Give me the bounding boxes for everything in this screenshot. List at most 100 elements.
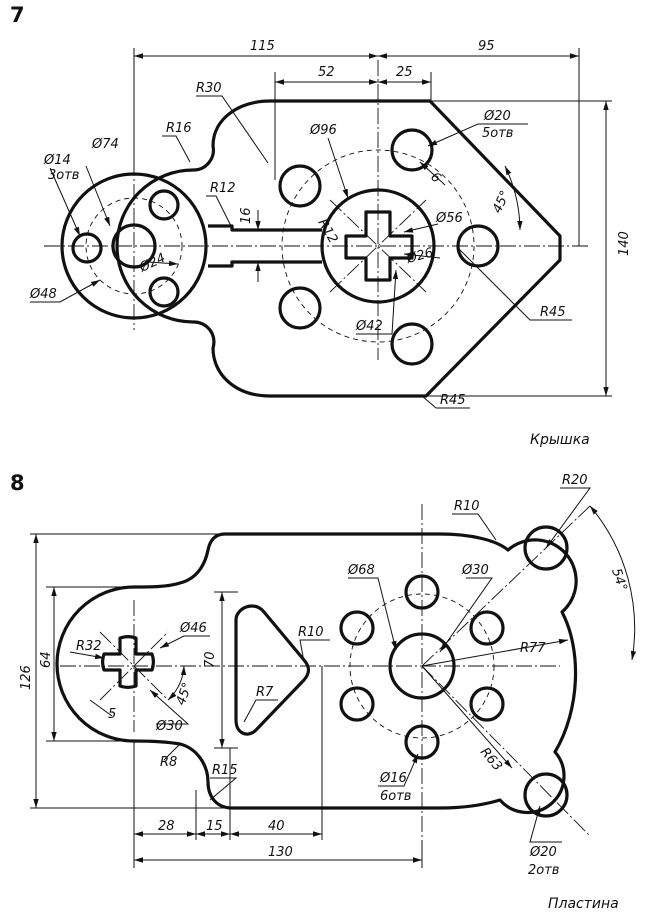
dim-d46: Ø46 xyxy=(179,621,207,636)
dim-d56: Ø56 xyxy=(435,211,463,226)
dim-line-5 xyxy=(89,699,113,717)
leader-r30 xyxy=(196,95,269,164)
dim-d48: Ø48 xyxy=(29,287,57,302)
leader-r10-triangle xyxy=(299,639,330,663)
dim-line-6 xyxy=(419,161,446,186)
leader-d74 xyxy=(85,165,111,227)
dim-25: 25 xyxy=(396,65,413,80)
figure-8: 8 xyxy=(10,471,637,912)
main-cross-slot xyxy=(344,210,414,282)
cover-outline xyxy=(115,99,562,398)
dim-r16: R16 xyxy=(166,121,192,136)
dim-angle-45-8: 45° xyxy=(174,681,196,708)
main-hole-2 xyxy=(390,128,434,172)
dim-d30-left: Ø30 xyxy=(155,719,183,734)
bolt-hole-2 xyxy=(469,610,505,646)
leader-d20 xyxy=(427,123,528,147)
figure-8-caption: Пластина xyxy=(548,896,619,912)
left-hole-3 xyxy=(148,276,180,308)
fig8-ear-axis-top xyxy=(421,505,591,667)
dim-line-r63 xyxy=(421,665,513,769)
leader-r15 xyxy=(209,777,238,801)
left-hole-1 xyxy=(71,232,103,264)
fig7-diag-axis-2 xyxy=(329,199,427,293)
figure-7-caption: Крышка xyxy=(530,432,590,448)
main-hole-1 xyxy=(278,164,322,208)
dim-arc-54 xyxy=(589,505,637,661)
dim-6: 6 xyxy=(427,170,443,187)
triangle-cutout xyxy=(234,604,311,736)
leader-r32 xyxy=(69,651,105,660)
dim-126: 126 xyxy=(19,665,34,690)
dim-3-holes: 3отв xyxy=(48,168,79,183)
dim-d26: Ø26 xyxy=(404,245,435,267)
dim-r20: R20 xyxy=(562,473,588,488)
leader-d24 xyxy=(147,260,179,267)
dim-140: 140 xyxy=(617,231,632,256)
dim-d20-8: Ø20 xyxy=(529,845,557,860)
dim-r15: R15 xyxy=(212,763,238,778)
leader-d20-8 xyxy=(529,805,562,843)
dim-5: 5 xyxy=(108,707,116,722)
dim-d42: Ø42 xyxy=(355,319,383,334)
leader-d16 xyxy=(378,753,419,787)
dim-16: 16 xyxy=(239,207,254,224)
top-ear-hole xyxy=(523,525,569,571)
figure-7-number: 7 xyxy=(10,3,25,27)
leader-r8 xyxy=(163,743,181,761)
dim-95: 95 xyxy=(478,39,495,54)
leader-r45-right xyxy=(457,247,572,321)
dim-r63: R63 xyxy=(477,745,505,774)
dim-d74: Ø74 xyxy=(91,137,119,152)
dim-2-holes: 2отв xyxy=(528,863,559,878)
dim-d30-main: Ø30 xyxy=(461,563,489,578)
dim-r12-left: R12 xyxy=(210,181,236,196)
dim-130: 130 xyxy=(268,845,293,860)
leader-d46 xyxy=(159,635,210,649)
leader-r16 xyxy=(162,135,191,163)
figure-7: 7 xyxy=(10,3,632,448)
dim-40: 40 xyxy=(268,819,285,834)
dim-64: 64 xyxy=(39,651,54,668)
dim-angle-54: 54° xyxy=(608,567,629,594)
dim-r30: R30 xyxy=(196,81,222,96)
dim-r45-right: R45 xyxy=(540,305,566,320)
dim-70: 70 xyxy=(203,651,218,668)
dim-r10-top: R10 xyxy=(454,499,480,514)
dim-15: 15 xyxy=(206,819,223,834)
leader-d68 xyxy=(348,577,397,651)
dim-6-holes: 6отв xyxy=(380,789,411,804)
dim-arc-45-8 xyxy=(167,665,187,701)
left-cross-slot xyxy=(101,635,155,689)
fig8-diag-axis-2 xyxy=(99,631,169,701)
main-hole-5 xyxy=(278,286,322,330)
dim-r8: R8 xyxy=(160,755,177,770)
leader-r45-bottom xyxy=(421,395,470,409)
leader-d96 xyxy=(327,137,349,199)
dim-28: 28 xyxy=(158,819,175,834)
leader-d26 xyxy=(403,252,441,259)
dim-d14: Ø14 xyxy=(43,153,71,168)
dim-d16: Ø16 xyxy=(379,771,407,786)
dim-d24: Ø24 xyxy=(136,251,168,276)
dim-r10-triangle: R10 xyxy=(298,625,324,640)
leader-r12 xyxy=(206,195,233,229)
bolt-hole-3 xyxy=(469,686,505,722)
bottom-ear-hole xyxy=(523,772,569,818)
main-bolt-circle xyxy=(281,149,475,343)
dim-arc-45 xyxy=(504,165,523,231)
leader-d48 xyxy=(30,279,101,303)
fig8-ear-axis-bottom xyxy=(421,665,591,837)
dim-line-r77 xyxy=(421,638,569,667)
dim-r77: R77 xyxy=(520,641,546,656)
leader-d14 xyxy=(49,167,81,237)
dim-r7: R7 xyxy=(256,685,274,700)
main-hole-4 xyxy=(390,322,434,366)
figure-8-number: 8 xyxy=(10,471,25,495)
bolt-hole-6 xyxy=(339,610,375,646)
dim-d20: Ø20 xyxy=(483,109,511,124)
leader-d42 xyxy=(356,269,399,335)
leader-d30-left xyxy=(149,689,190,725)
dim-115: 115 xyxy=(250,39,275,54)
